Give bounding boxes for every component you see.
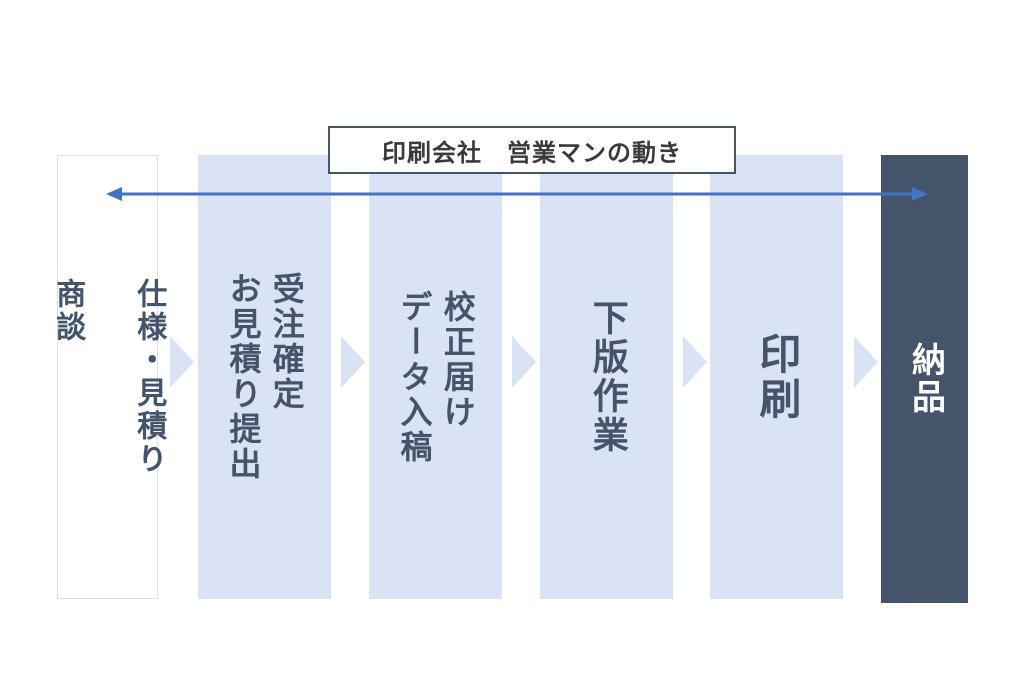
- diagram-title: 印刷会社 営業マンの動き: [328, 126, 736, 174]
- step-box-print: [710, 155, 843, 599]
- step-box-proof: [369, 155, 502, 599]
- step-label-proof: 校正届け データ入稿: [395, 289, 477, 465]
- arrow-head-right-icon: [912, 187, 928, 201]
- step-box-estimate: [57, 155, 158, 599]
- step-label-print: 印刷: [752, 332, 802, 422]
- step-box-plate: [540, 155, 673, 599]
- flow-chevron-3: [512, 336, 536, 388]
- step-box-delivery: [881, 155, 968, 603]
- flow-chevron-5: [854, 336, 878, 388]
- step-label-plate: 下版作業: [586, 299, 628, 455]
- step-label-delivery: 納品: [905, 342, 946, 416]
- flow-chevron-1: [170, 336, 194, 388]
- step-box-order: [198, 155, 331, 599]
- step-label-order: 受注確定 お見積り提出: [224, 272, 306, 482]
- flow-chevron-2: [341, 336, 365, 388]
- arrow-head-left-icon: [106, 187, 122, 201]
- flow-chevron-4: [683, 336, 707, 388]
